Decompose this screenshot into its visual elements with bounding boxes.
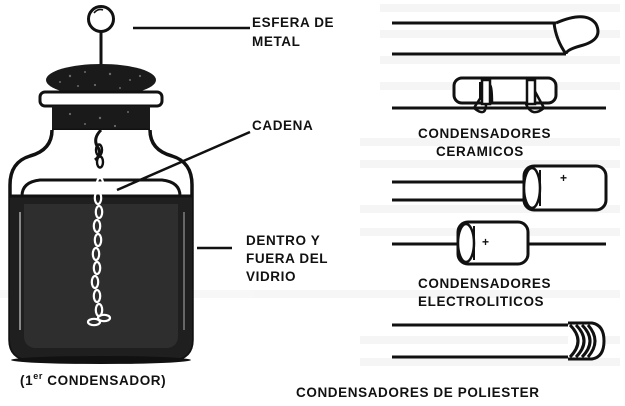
ceramic-disc-capacitor <box>392 15 600 56</box>
caption-superscript: er <box>33 371 43 381</box>
label-glass-line3: VIDRIO <box>246 269 296 284</box>
metal-sphere <box>87 5 115 33</box>
label-glass-line2: FUERA DEL <box>246 251 328 266</box>
label-glass-line1: DENTRO Y <box>246 233 320 248</box>
label-chain: CADENA <box>252 118 313 133</box>
electrolytic-capacitor-2 <box>392 220 606 266</box>
cork-top <box>46 64 156 96</box>
label-polyester: CONDENSADORES DE POLIESTER <box>296 385 540 400</box>
electrolytic-capacitor-1 <box>392 164 608 212</box>
label-ceramic-line1: CONDENSADORES <box>418 126 551 141</box>
caption-open: (1 <box>20 373 33 388</box>
caption-rest: CONDENSADOR) <box>43 373 166 388</box>
caption-first-capacitor: (1er CONDENSADOR) <box>20 371 166 388</box>
leyden-jar <box>8 5 194 364</box>
label-sphere-line1: ESFERA DE <box>252 15 334 30</box>
label-electrolytic-line2: ELECTROLITICOS <box>418 294 544 309</box>
label-sphere-line2: METAL <box>252 34 301 49</box>
electrolytic-1-plus-sign: + <box>560 171 567 185</box>
label-electrolytic-line1: CONDENSADORES <box>418 276 551 291</box>
ceramic-tubular-capacitor <box>392 76 606 114</box>
jar-rim <box>38 90 164 108</box>
polyester-capacitor <box>392 321 606 361</box>
chain-upper <box>94 143 105 169</box>
cork-body <box>52 106 150 130</box>
leader-lines <box>116 26 251 250</box>
electrolytic-2-plus-sign: + <box>482 235 489 249</box>
label-ceramic-line2: CERAMICOS <box>436 144 524 159</box>
